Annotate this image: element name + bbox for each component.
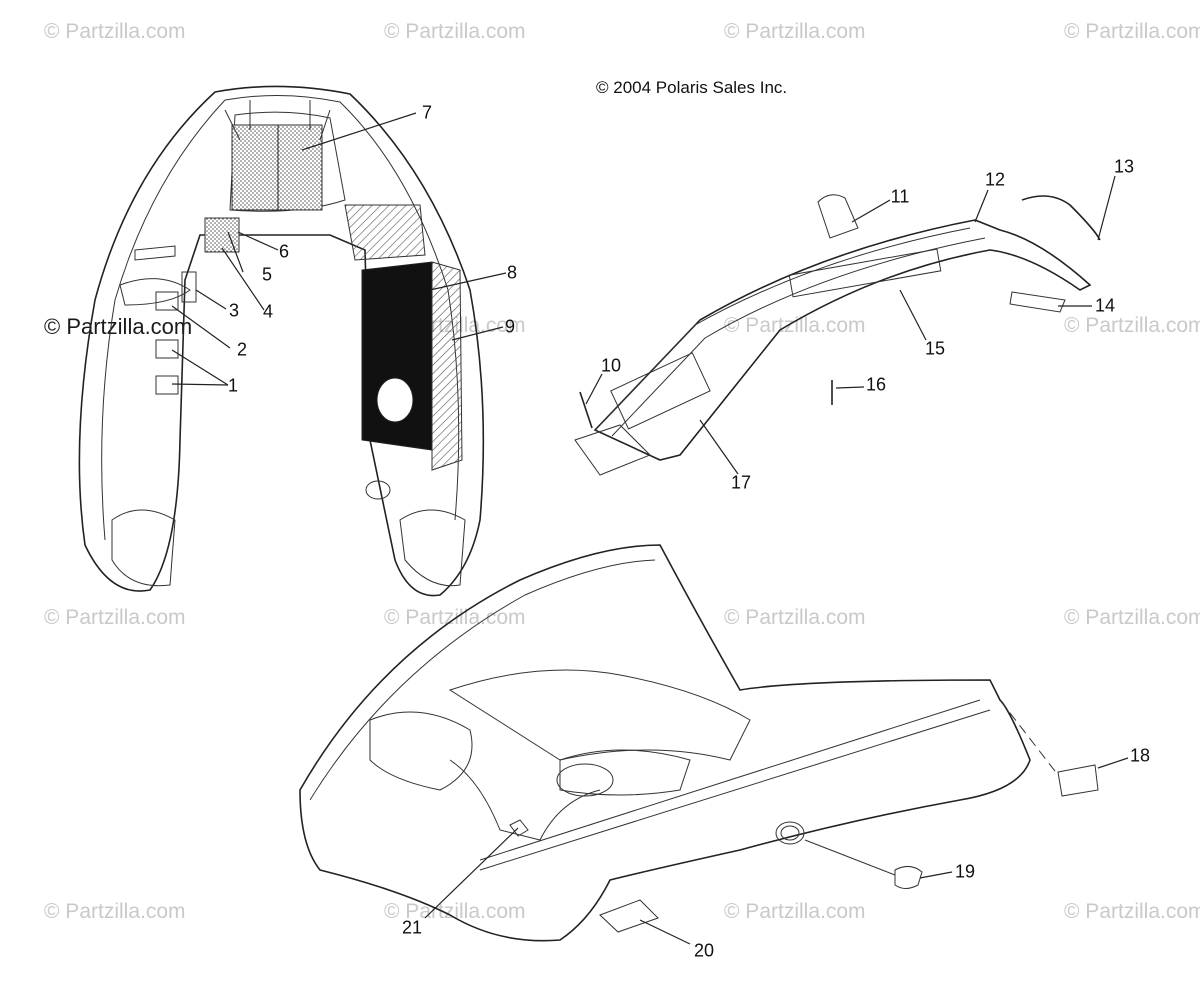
callout-17: 17 [730, 472, 752, 493]
callout-4: 4 [262, 301, 274, 322]
hood-interior-view [78, 85, 485, 597]
hood-panel-view [574, 194, 1101, 476]
watermark: © Partzilla.com [384, 900, 526, 923]
callout-11: 11 [890, 186, 910, 207]
callout-1: 1 [227, 375, 239, 396]
callout-18: 18 [1129, 745, 1151, 766]
watermark: © Partzilla.com [724, 900, 866, 923]
callout-15: 15 [924, 338, 946, 359]
watermark: © Partzilla.com [44, 314, 193, 339]
watermark: © Partzilla.com [44, 900, 186, 923]
watermark: © Partzilla.com [724, 314, 866, 337]
callout-13: 13 [1113, 156, 1135, 177]
callout-10: 10 [600, 355, 622, 376]
watermark: © Partzilla.com [1064, 900, 1200, 923]
callout-14: 14 [1094, 295, 1116, 316]
callout-19: 19 [954, 861, 976, 882]
watermark: © Partzilla.com [44, 20, 186, 43]
callout-5: 5 [261, 264, 273, 285]
watermark: © Partzilla.com [1064, 606, 1200, 629]
watermark: © Partzilla.com [1064, 314, 1200, 337]
callout-8: 8 [506, 262, 518, 283]
copyright-notice: © 2004 Polaris Sales Inc. [596, 78, 788, 97]
watermark: © Partzilla.com [384, 606, 526, 629]
leader-lines [171, 112, 1129, 945]
callout-2: 2 [236, 339, 248, 360]
callout-9: 9 [504, 316, 516, 337]
watermark: © Partzilla.com [384, 20, 526, 43]
callout-21: 21 [401, 917, 423, 938]
callout-12: 12 [984, 169, 1006, 190]
callout-20: 20 [693, 940, 715, 961]
callout-3: 3 [228, 300, 240, 321]
watermark: © Partzilla.com [1064, 20, 1200, 43]
callout-16: 16 [865, 374, 887, 395]
callout-6: 6 [278, 241, 290, 262]
callout-7: 7 [421, 102, 433, 123]
hood-exterior-view [299, 544, 1099, 942]
watermark: © Partzilla.com [724, 606, 866, 629]
watermark: © Partzilla.com [724, 20, 866, 43]
watermark: © Partzilla.com [44, 606, 186, 629]
